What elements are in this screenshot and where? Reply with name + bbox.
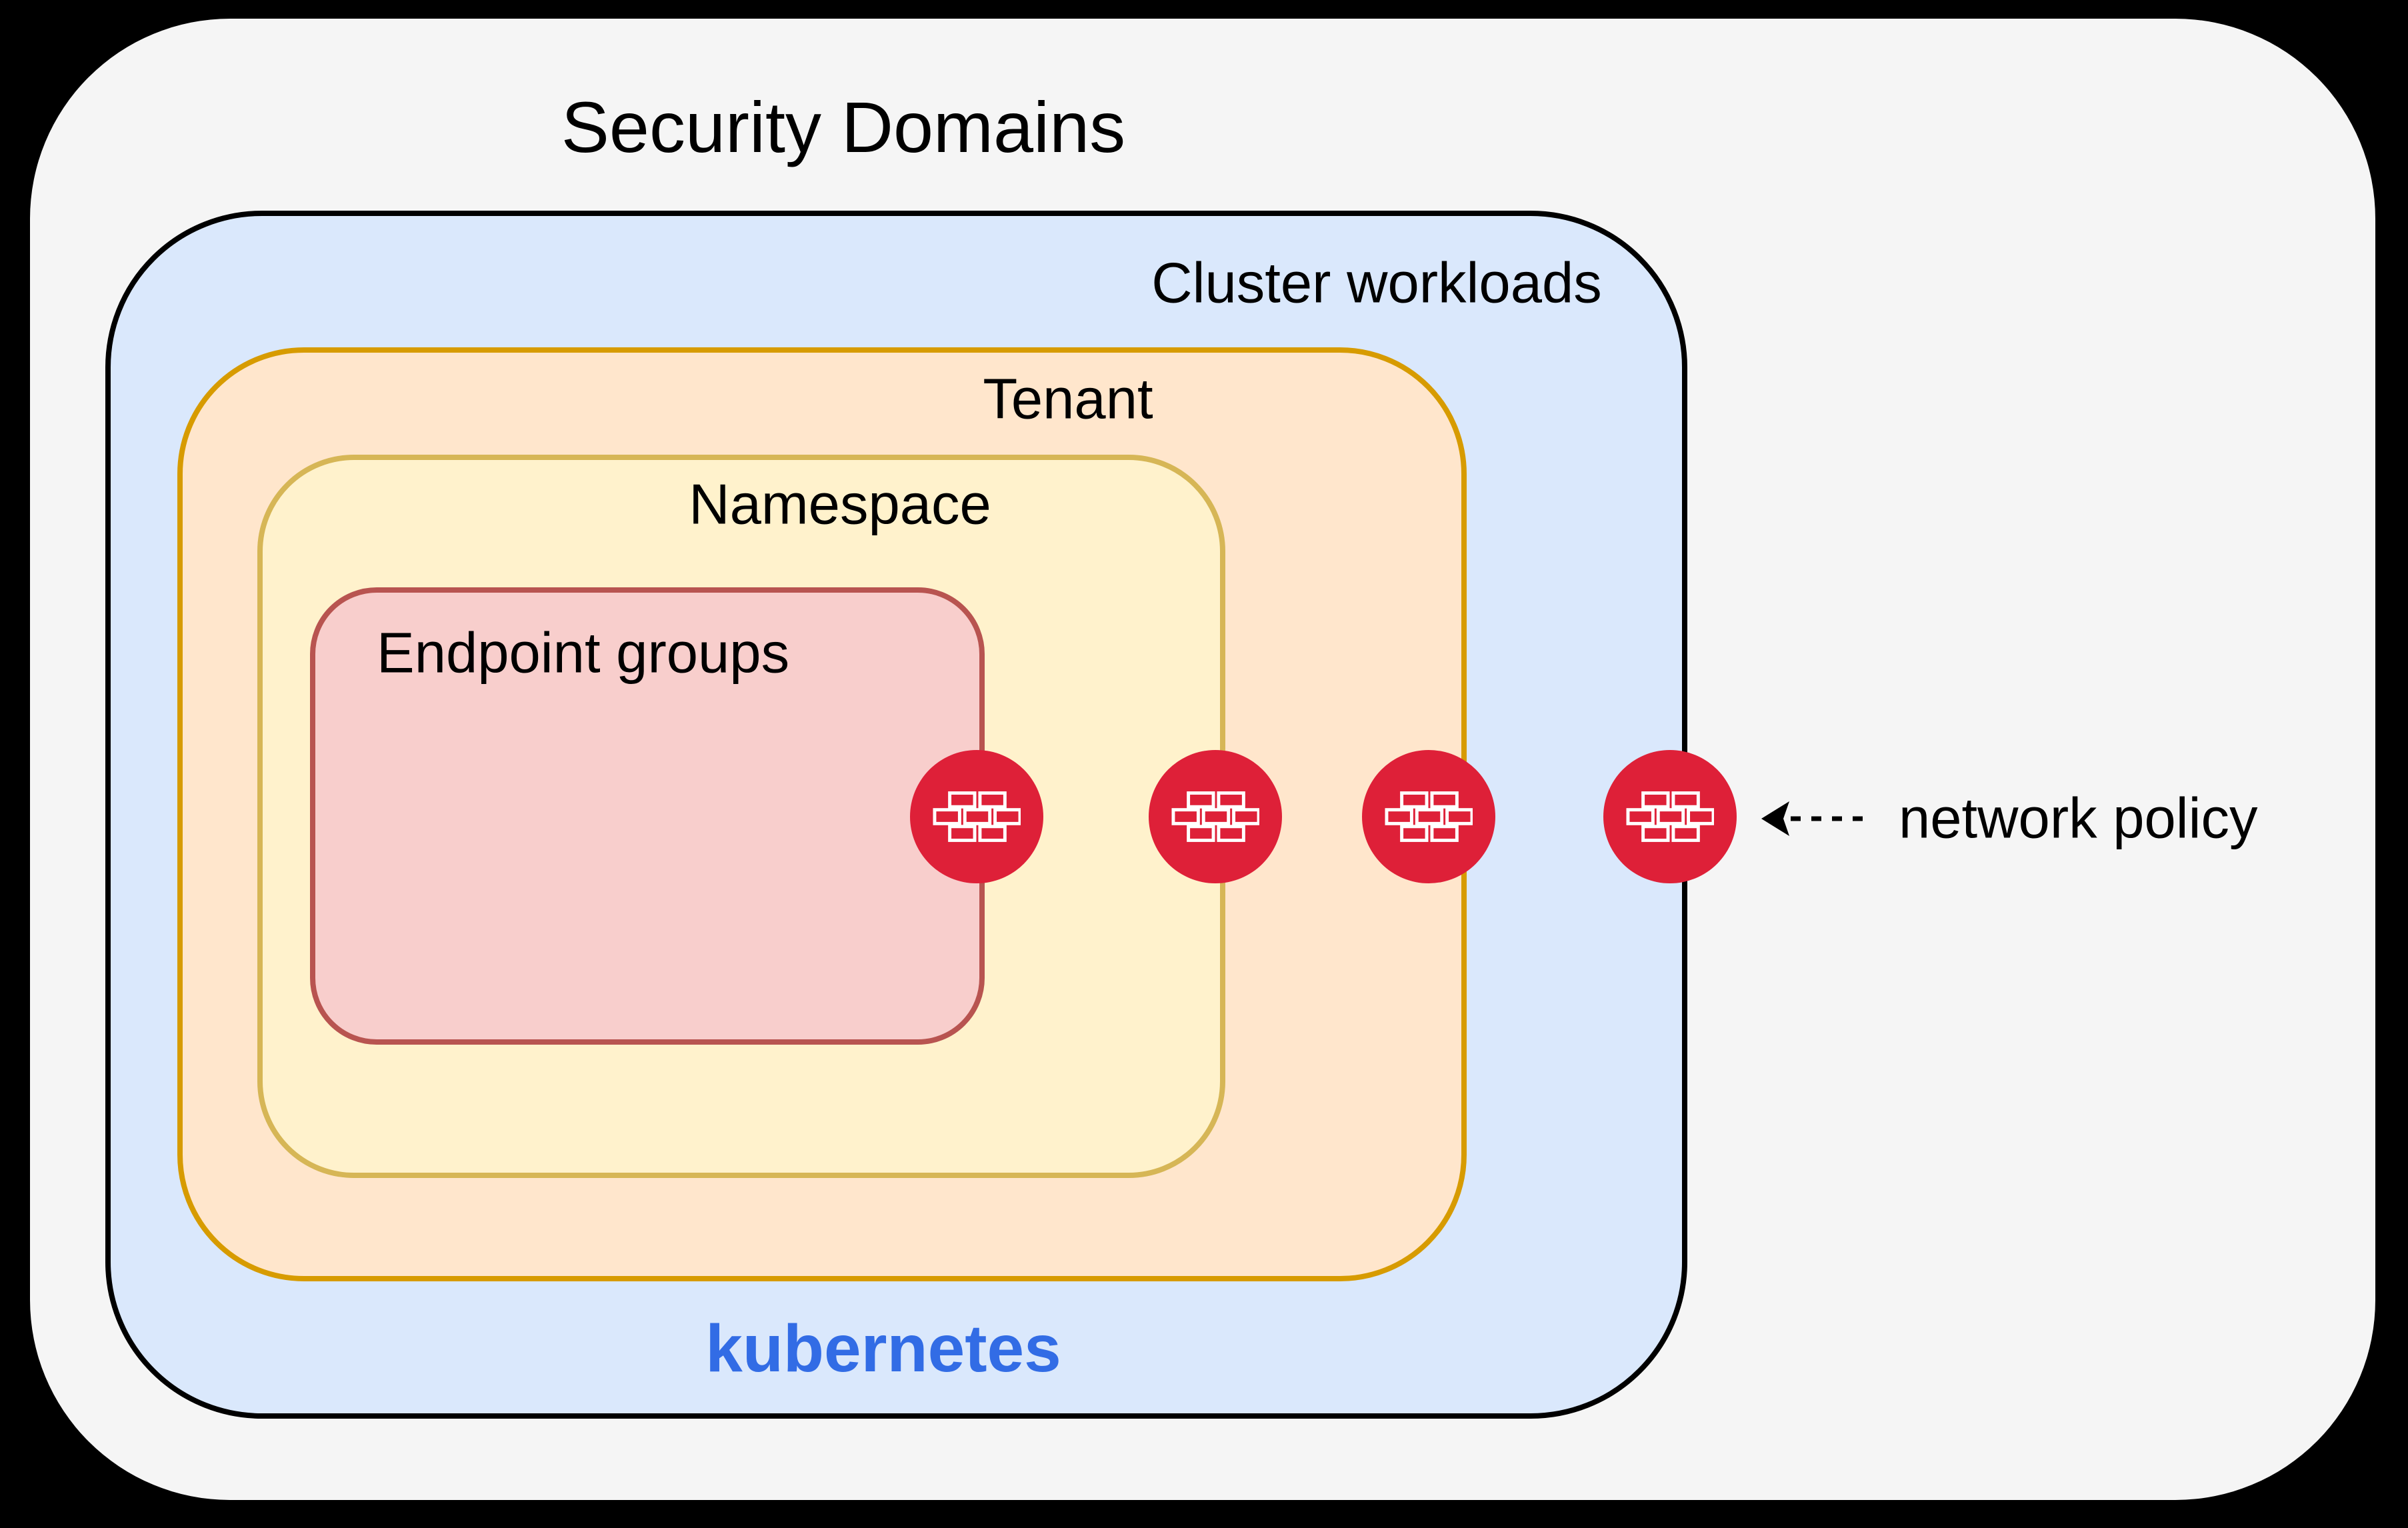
firewall-brick-wall-icon — [1385, 791, 1473, 842]
namespace-label: Namespace — [689, 473, 991, 537]
endpoint-groups-label: Endpoint groups — [377, 621, 790, 685]
firewall-node-namespace-boundary — [1149, 750, 1282, 883]
kubernetes-wordmark: kubernetes — [705, 1311, 1061, 1386]
firewall-node-cluster-boundary — [1603, 750, 1737, 883]
firewall-brick-wall-icon — [1626, 791, 1714, 842]
firewall-node-tenant-boundary — [1362, 750, 1495, 883]
endpoint-groups-box — [310, 587, 985, 1045]
network-policy-arrow-icon — [1761, 801, 1871, 836]
firewall-node-endpoint-boundary — [910, 750, 1043, 883]
tenant-label: Tenant — [983, 367, 1153, 431]
firewall-brick-wall-icon — [1171, 791, 1259, 842]
page-title: Security Domains — [561, 87, 1126, 167]
cluster-workloads-label: Cluster workloads — [1151, 251, 1602, 315]
firewall-brick-wall-icon — [933, 791, 1021, 842]
network-policy-label: network policy — [1899, 787, 2258, 851]
